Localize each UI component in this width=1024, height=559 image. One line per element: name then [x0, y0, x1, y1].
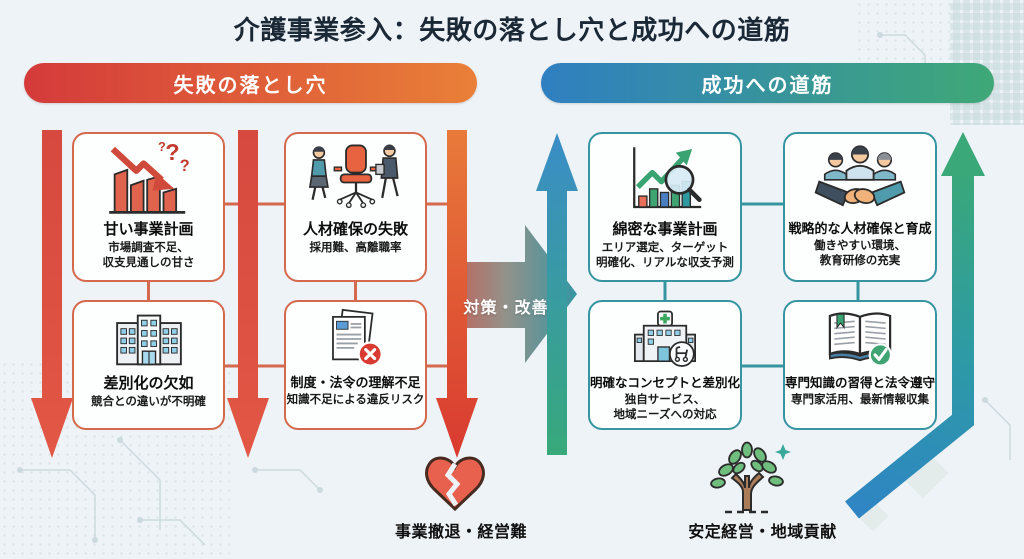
- box-desc: エリア選定、ターゲット 明確化、リアルな収支予測: [596, 242, 734, 269]
- box-desc: 採用難、高離職率: [309, 242, 402, 254]
- sparkle-icon: [775, 444, 791, 460]
- success-box-expertise: 専門知識の習得と法令遵守 専門家活用、最新情報収集: [783, 300, 937, 430]
- success-section-header: 成功への道筋: [541, 63, 994, 103]
- svg-text:?: ?: [179, 157, 189, 175]
- tree-icon: [710, 441, 791, 514]
- growth-chart-icon: [633, 147, 702, 209]
- box-desc: 独自サービス、 地域ニーズへの対応: [613, 394, 717, 421]
- handshake-icon: [814, 145, 906, 207]
- box-title: 制度・法令の理解不足: [290, 375, 421, 390]
- success-box-business-plan: 綿密な事業計画 エリア選定、ターゲット 明確化、リアルな収支予測: [588, 132, 742, 282]
- svg-text:?: ?: [165, 140, 179, 165]
- success-box-concept: 明確なコンセプトと差別化 独自サービス、 地域ニーズへの対応: [588, 300, 742, 430]
- success-header-label: 成功への道筋: [701, 74, 834, 97]
- failure-section-header: 失敗の落とし穴: [24, 63, 477, 103]
- broken-heart-icon: [425, 456, 485, 512]
- box-title: 差別化の欠如: [103, 375, 194, 392]
- declining-chart-icon: ? ? ?: [108, 140, 189, 214]
- failure-down-arrow-middle: [227, 130, 269, 458]
- failure-down-arrow-right: [436, 130, 478, 458]
- success-up-arrow-left: [536, 133, 578, 455]
- failure-box-regulations: 制度・法令の理解不足 知識不足による違反リスク: [284, 300, 427, 430]
- box-desc: 競合との違いが不明確: [91, 396, 206, 408]
- failure-box-business-plan: ? ? ? 甘い事業計画 市場調査不足、 収支見通しの甘さ: [72, 132, 225, 282]
- box-title: 専門知識の習得と法令遵守: [785, 376, 936, 390]
- box-title: 綿密な事業計画: [612, 221, 718, 238]
- success-box-talent: 戦略的な人材確保と育成 働きやすい環境、 教育研修の充実: [783, 132, 937, 282]
- document-error-icon: [331, 308, 383, 367]
- box-title: 甘い事業計画: [103, 221, 194, 238]
- failure-box-staffing: 人材確保の失敗 採用難、高離職率: [284, 132, 427, 282]
- box-desc: 市場調査不足、 収支見通しの甘さ: [102, 242, 195, 269]
- box-desc: 専門家活用、最新情報収集: [791, 394, 929, 406]
- failure-outcome-label: 事業撤退・経営難: [394, 524, 527, 541]
- clinic-icon: [634, 310, 696, 367]
- box-title: 戦略的な人材確保と育成: [788, 221, 932, 236]
- box-title: 人材確保の失敗: [302, 221, 408, 238]
- page-title: 介護事業参入：失敗の落とし穴と成功への道筋: [233, 15, 791, 45]
- improvement-arrow-label: 対策・改善: [463, 300, 549, 317]
- book-check-icon: [828, 312, 893, 367]
- box-title: 明確なコンセプトと差別化: [590, 376, 741, 390]
- failure-down-arrow-left: [31, 130, 73, 458]
- building-icon: [115, 314, 182, 366]
- empty-chair-icon: [308, 144, 399, 209]
- improvement-arrow: [448, 225, 577, 363]
- success-up-arrow-right: [845, 132, 985, 519]
- svg-text:?: ?: [158, 140, 166, 154]
- box-desc: 知識不足による違反リスク: [286, 394, 425, 406]
- box-desc: 働きやすい環境、 教育研修の充実: [814, 240, 906, 267]
- success-outcome-label: 安定経営・地域貢献: [688, 524, 837, 541]
- failure-header-label: 失敗の落とし穴: [173, 74, 328, 97]
- failure-box-differentiation: 差別化の欠如 競合との違いが不明確: [72, 300, 225, 430]
